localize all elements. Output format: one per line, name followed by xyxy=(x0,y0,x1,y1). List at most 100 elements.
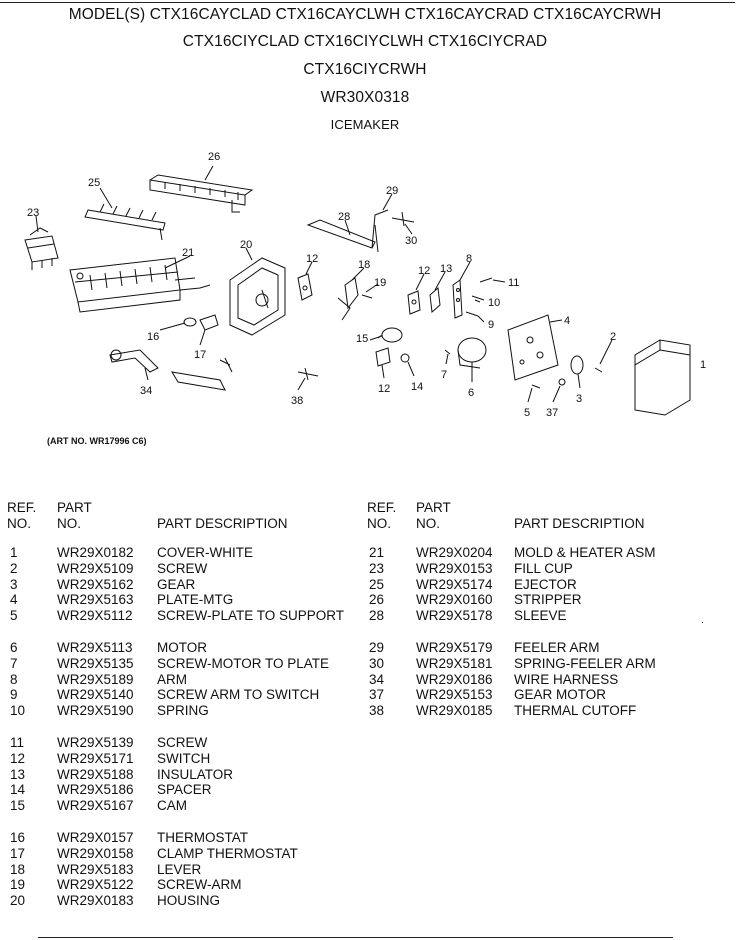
callout-18: 18 xyxy=(358,259,370,271)
left-description-header: PART DESCRIPTION xyxy=(157,516,288,531)
part-description: HOUSING xyxy=(157,893,221,909)
part-number: WR29X5122 xyxy=(57,877,134,893)
callout-34: 34 xyxy=(140,385,152,397)
callout-4: 4 xyxy=(564,315,570,327)
callout-20: 20 xyxy=(240,239,252,251)
ref-number: 25 xyxy=(369,576,385,592)
no-label: NO. xyxy=(367,516,392,531)
part-number: WR29X5188 xyxy=(57,766,134,782)
part-description: MOLD & HEATER ASM xyxy=(514,545,656,560)
ref-number: 30 xyxy=(369,655,385,671)
mold-drawing xyxy=(69,257,211,313)
part-number: WR29X0160 xyxy=(416,592,493,608)
part-description: GEAR xyxy=(157,576,196,592)
part-number: WR29X0186 xyxy=(416,671,493,687)
part-number: WR29X5189 xyxy=(57,671,134,687)
part-number: WR29X0185 xyxy=(416,703,493,719)
spacer-drawing xyxy=(400,353,410,363)
part-number: WR29X0157 xyxy=(57,830,134,845)
part-number: WR29X0183 xyxy=(57,893,134,909)
callout-5: 5 xyxy=(524,407,530,419)
wire-bundle-drawing xyxy=(171,371,226,391)
part-number: WR29X5162 xyxy=(57,576,134,592)
model-list-line-2: CTX16CIYCLAD CTX16CIYCLWH CTX16CIYCRAD xyxy=(182,33,548,50)
clamp-thermostat-drawing xyxy=(199,314,219,331)
screw-motor-drawing xyxy=(444,349,451,355)
insulator-drawing xyxy=(429,286,441,314)
callout-37: 37 xyxy=(546,407,558,419)
part-number: WR29X5171 xyxy=(57,750,134,766)
callout-17: 17 xyxy=(194,349,206,361)
ref-number: 26 xyxy=(369,592,385,608)
callout-30: 30 xyxy=(405,235,417,247)
ejector-drawing xyxy=(84,203,166,241)
switch-drawing-a xyxy=(297,273,313,301)
no-label: NO. xyxy=(7,516,32,531)
top-rule xyxy=(0,2,735,3)
ref-number: 1 xyxy=(10,545,18,560)
lever-drawing xyxy=(337,277,359,321)
ref-number: 23 xyxy=(369,560,385,576)
part-no-label: NO. xyxy=(416,516,441,531)
part-description: INSULATOR xyxy=(157,766,234,782)
ref-number: 17 xyxy=(10,845,26,861)
ref-label: REF. xyxy=(367,500,397,515)
callout-7: 7 xyxy=(441,369,447,381)
ref-number: 15 xyxy=(10,798,26,814)
art-number: (ART NO. WR17996 C6) xyxy=(47,436,147,446)
callout-2: 2 xyxy=(610,331,616,343)
part-number: WR29X5139 xyxy=(57,735,134,750)
callout-26: 26 xyxy=(208,151,220,163)
part-number: WR29X5163 xyxy=(57,592,134,608)
part-number: WR29X5186 xyxy=(57,782,134,798)
bottom-rule xyxy=(38,937,673,938)
part-number: WR29X5178 xyxy=(416,608,493,624)
part-number: WR29X5153 xyxy=(416,687,493,703)
callout-23: 23 xyxy=(27,207,39,219)
callout-15: 15 xyxy=(356,333,368,345)
callout-16: 16 xyxy=(147,331,159,343)
wire-harness-drawing xyxy=(109,349,159,373)
part-description: COVER-WHITE xyxy=(157,545,253,560)
margin-mark xyxy=(702,622,703,623)
part-description: MOTOR xyxy=(157,640,207,655)
ref-number: 13 xyxy=(10,766,26,782)
callout-9: 9 xyxy=(488,319,494,331)
ref-number: 16 xyxy=(10,830,26,845)
callout-8: 8 xyxy=(466,253,472,265)
mounting-plate-drawing xyxy=(507,314,559,381)
part-description: SCREW-ARM xyxy=(157,877,242,893)
ref-number: 3 xyxy=(10,576,18,592)
part-number: WR29X0182 xyxy=(57,545,134,560)
arm-drawing xyxy=(452,279,463,319)
callout-3: 3 xyxy=(576,393,582,405)
left-part-header: PART NO. xyxy=(57,500,92,532)
part-number: WR29X5181 xyxy=(416,655,493,671)
part-number: WR29X5174 xyxy=(416,576,493,592)
ref-number: 4 xyxy=(10,592,18,608)
ref-label: REF. xyxy=(7,500,37,515)
left-ref-header: REF. NO. xyxy=(7,500,36,532)
part-description: THERMOSTAT xyxy=(157,830,248,845)
part-description: SPACER xyxy=(157,782,212,798)
part-description: SCREW xyxy=(157,735,208,750)
callout-28: 28 xyxy=(338,211,350,223)
right-ref-header: REF. NO. xyxy=(367,500,396,532)
thermal-cutoff-drawing xyxy=(297,367,319,381)
part-description: ARM xyxy=(157,671,187,687)
callout-12-b: 12 xyxy=(418,265,430,277)
part-label: PART xyxy=(57,500,92,515)
part-number: WR29X5113 xyxy=(57,640,133,655)
callout-19: 19 xyxy=(374,277,386,289)
part-number: WR29X5179 xyxy=(416,640,493,655)
assembly-part-number: WR30X0318 xyxy=(320,89,410,106)
cam-drawing xyxy=(377,327,403,343)
callout-38: 38 xyxy=(291,395,303,407)
part-label: PART xyxy=(416,500,451,515)
ref-number: 8 xyxy=(10,671,18,687)
right-part-header: PART NO. xyxy=(416,500,451,532)
ref-number: 29 xyxy=(369,640,385,655)
gear-drawing xyxy=(570,355,584,375)
stripper-drawing xyxy=(149,174,254,213)
part-no-label: NO. xyxy=(57,516,82,531)
